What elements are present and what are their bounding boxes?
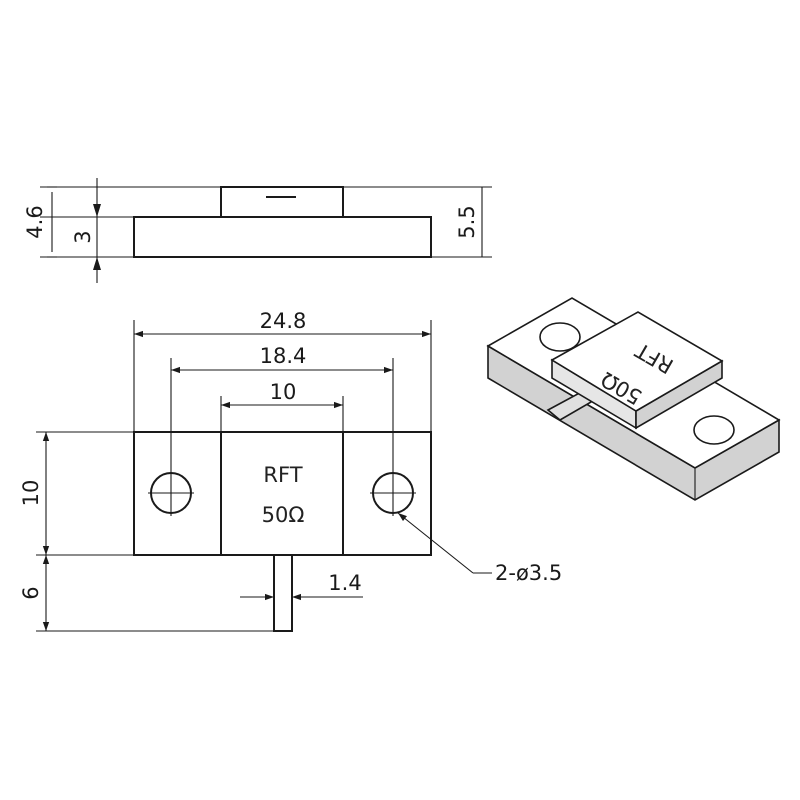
dim-6-label: 6: [19, 586, 43, 599]
top-view: RFT 50Ω 24.8 18.4 10 10 6 1.4 2-ø3.5: [19, 309, 562, 632]
dim-3-arrow-top: [93, 204, 101, 217]
dim-10-width-label: 10: [270, 380, 297, 404]
top-view-chip-label-line1: RFT: [263, 463, 302, 487]
mounting-hole-right: [370, 470, 416, 516]
iso-hole-left: [539, 322, 581, 352]
side-view: 4.6 3 5.5: [23, 178, 492, 283]
side-view-chip: [220, 186, 344, 218]
iso-view: RFT 50Ω: [486, 297, 781, 501]
iso-chip-top-face: [550, 311, 724, 412]
dim-5-5-label: 5.5: [455, 205, 479, 238]
dim-1-4-label: 1.4: [328, 571, 361, 595]
dim-10-height-label: 10: [19, 480, 43, 507]
iso-hole-right: [693, 415, 735, 445]
dim-3-arrow-bottom: [93, 257, 101, 270]
dim-18-4-label: 18.4: [260, 344, 307, 368]
top-view-chip: [220, 431, 344, 556]
top-view-lead: [273, 554, 293, 632]
dim-3-label: 3: [71, 230, 95, 243]
top-view-chip-label-line2: 50Ω: [262, 503, 305, 527]
side-view-base: [133, 216, 432, 258]
mounting-hole-left: [148, 470, 194, 516]
hole-callout-label: 2-ø3.5: [495, 561, 562, 585]
dim-4-6-label: 4.6: [23, 205, 47, 238]
hole-callout-leader: [397, 512, 474, 574]
dim-24-8-label: 24.8: [260, 309, 307, 333]
